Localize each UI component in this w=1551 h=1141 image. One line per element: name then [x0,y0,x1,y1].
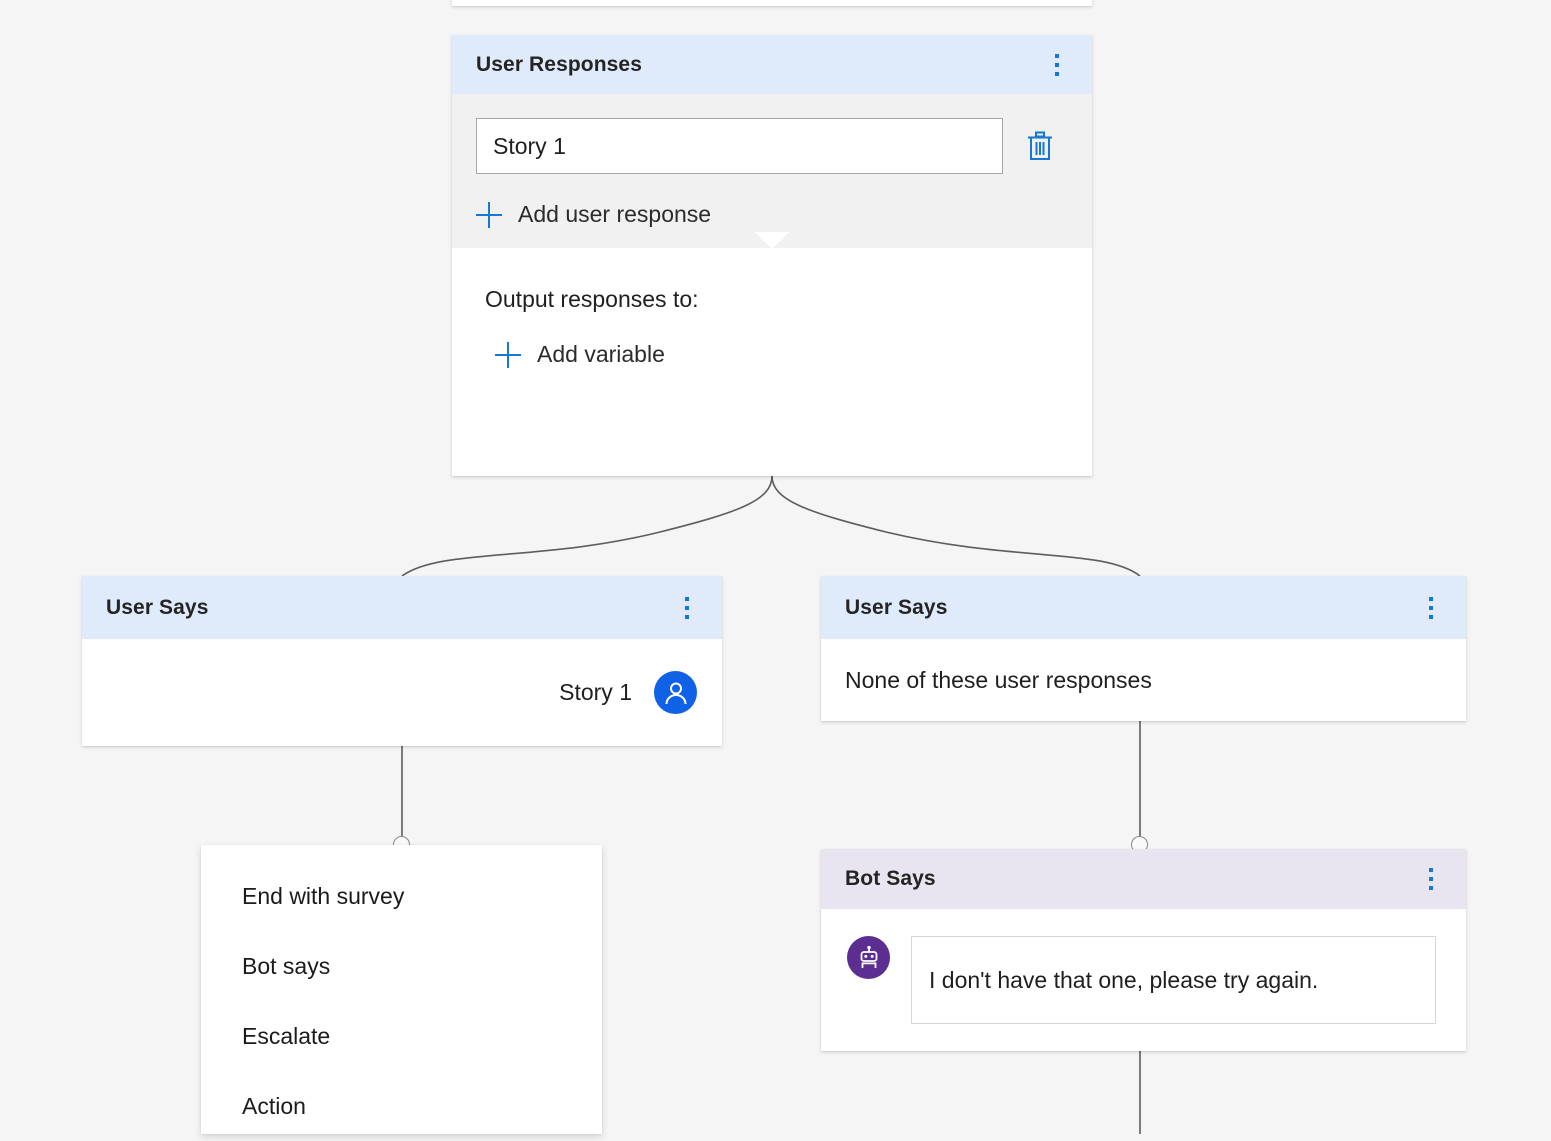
bot-says-body: I don't have that one, please try again. [821,909,1466,1024]
user-responses-header: User Responses [452,35,1092,94]
user-says-right-node[interactable]: User Says None of these user responses [821,576,1466,721]
bot-avatar-icon [847,936,890,979]
user-says-left-node[interactable]: User Says Story 1 [82,576,722,746]
clipped-card-above [452,0,1092,6]
user-responses-node[interactable]: User Responses Story 1 [452,35,1092,476]
kebab-menu-icon[interactable] [1418,862,1444,896]
bot-message-input[interactable]: I don't have that one, please try again. [911,936,1436,1024]
menu-item-bot-says[interactable]: Bot says [242,952,331,979]
user-says-left-body: Story 1 [82,639,722,746]
user-says-left-title: User Says [106,595,209,619]
user-response-input[interactable]: Story 1 [476,118,1003,174]
user-response-row: Story 1 [476,118,1068,174]
bot-says-header: Bot Says [821,849,1466,909]
user-says-right-header: User Says [821,576,1466,639]
menu-item-escalate[interactable]: Escalate [242,1022,331,1049]
action-menu[interactable]: End with survey Bot says Escalate Action [201,845,602,1134]
plus-icon [495,341,521,368]
user-says-left-value: Story 1 [559,679,632,705]
user-says-right-title: User Says [845,595,948,619]
user-responses-body: Story 1 Add user response [452,94,1092,249]
user-avatar-icon [654,671,697,714]
kebab-menu-icon[interactable] [1044,48,1070,82]
menu-item-action[interactable]: Action [242,1092,306,1119]
add-variable-button[interactable]: Add variable [495,341,665,368]
plus-icon [476,201,502,228]
kebab-menu-icon[interactable] [1418,591,1444,625]
user-responses-title: User Responses [476,52,642,76]
user-says-left-header: User Says [82,576,722,639]
menu-item-end-with-survey[interactable]: End with survey [242,882,405,909]
user-says-right-value: None of these user responses [821,639,1466,721]
add-user-response-label: Add user response [518,201,712,227]
bot-says-node[interactable]: Bot Says I don't have that one, please t… [821,849,1466,1051]
add-user-response-button[interactable]: Add user response [476,201,711,228]
add-variable-label: Add variable [537,341,665,367]
kebab-menu-icon[interactable] [674,591,700,625]
trash-icon[interactable] [1023,127,1057,165]
section-notch [755,232,789,249]
bot-says-title: Bot Says [845,867,936,890]
user-responses-output-section: Output responses to: Add variable [452,248,1092,368]
output-responses-label: Output responses to: [485,286,699,312]
